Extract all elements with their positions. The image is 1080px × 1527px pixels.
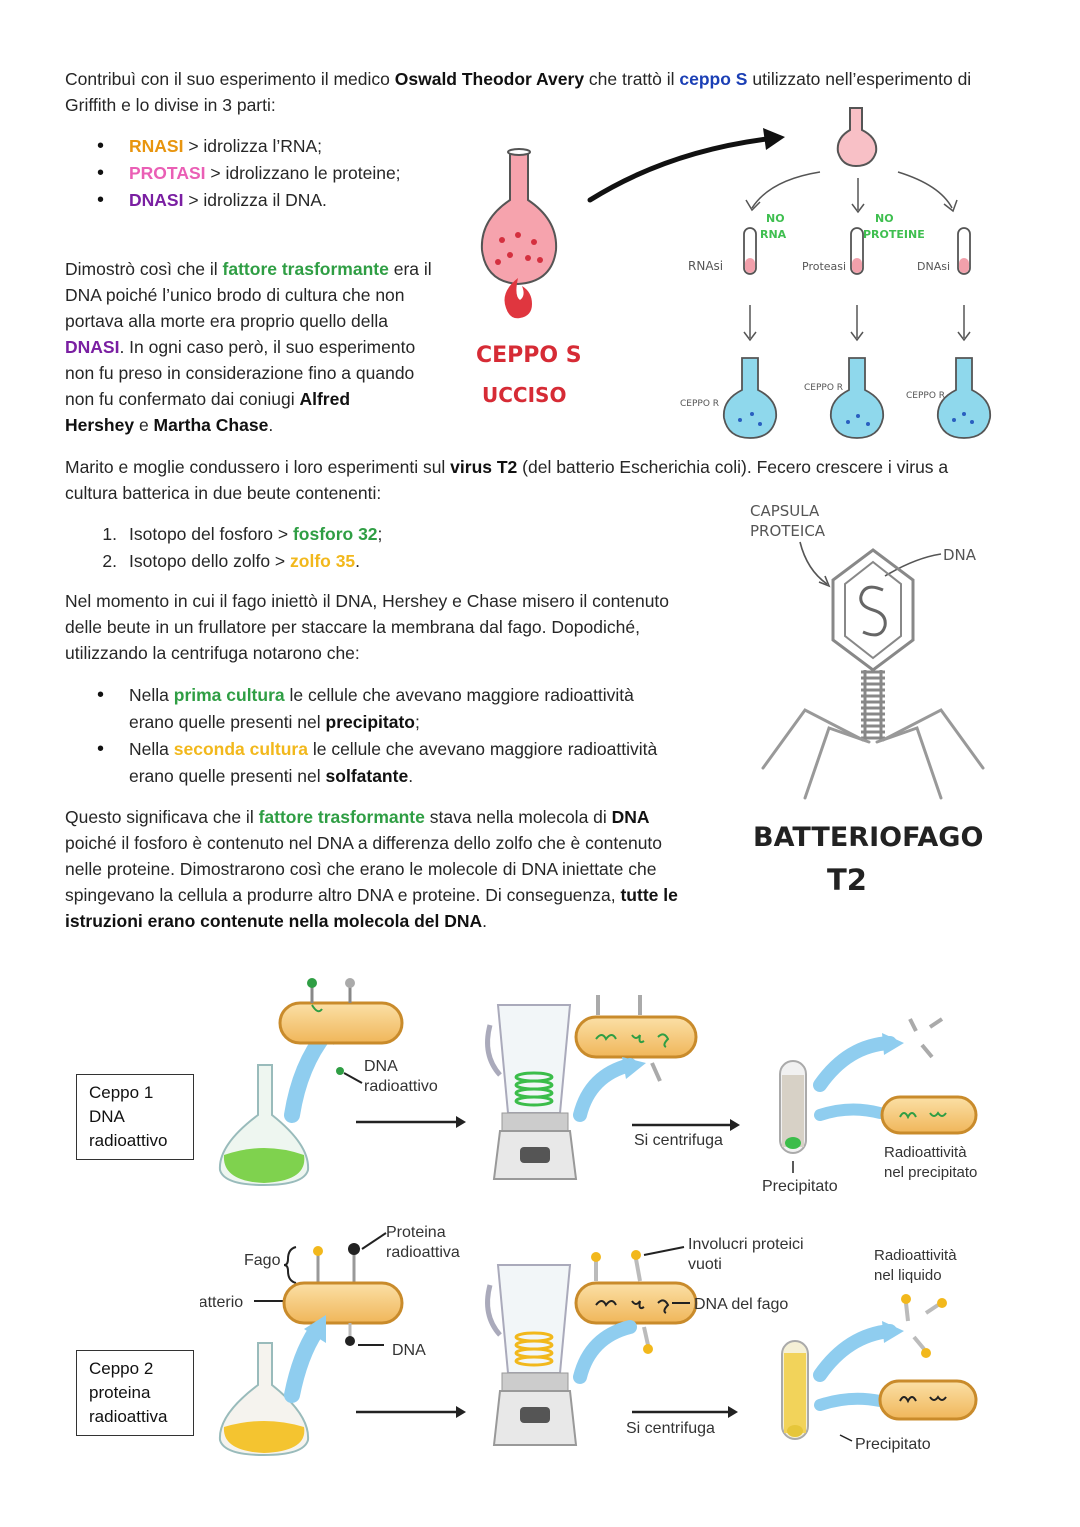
bacteriophage-figure: CAPSULA PROTEICA DNA BATTERIOFAGO T2 [750,502,985,897]
capsula-label: CAPSULA [750,502,820,520]
list-item: RNASI > idrolizza l’RNA; [65,133,401,160]
intro-line-2: Griffith e lo divise in 3 parti: [65,95,276,115]
flask-green-icon [218,1064,310,1187]
batteriofago-title: BATTERIOFAGO [753,822,983,853]
dna-fago-label: DNA del fago [694,1296,788,1313]
hershey-line-2: cultura batterica in due beute contenent… [65,483,382,503]
no-proteine-label: PROTEINE [863,228,925,241]
tube-1-icon [779,1060,807,1154]
blender-1-icon [485,1004,578,1180]
tube-2-icon [781,1340,809,1440]
si-centrifuga-2-label: Si centrifuga [626,1420,715,1437]
bacterium-6-icon [878,1379,978,1421]
list-item: Nella seconda cultura le cellule che ave… [65,736,657,790]
fire-icon [504,278,532,319]
svg-text:CEPPO R: CEPPO R [906,391,945,401]
precipitato-2-label: Precipitato [855,1436,931,1453]
hershey-chase-figure: DNA radioattivo Si centrifuga Precipitat… [200,978,978,1457]
flask-yellow-icon [218,1342,310,1457]
si-centrifuga-1-label: Si centrifuga [634,1132,723,1149]
precipitato-1-label: Precipitato [762,1178,838,1195]
list-item: DNASI > idrolizza il DNA. [65,187,401,214]
bacterium-3-icon [880,1095,978,1135]
list-item: Nella prima cultura le cellule che aveva… [65,682,657,736]
flask-ceppo-s-icon [480,148,558,286]
svg-text:radioattiva: radioattiva [386,1244,460,1261]
radio-liquido-label: Radioattività [874,1247,957,1264]
experiment-line-1: Nel momento in cui il fago iniettò il DN… [65,591,670,611]
involucri-label: Involucri proteici [688,1236,804,1253]
batterio-label: Batterio [200,1294,243,1311]
svg-text:RNAsi: RNAsi [688,259,723,273]
dna-label-row2: DNA [392,1342,426,1359]
svg-text:CEPPO R: CEPPO R [804,383,843,393]
radio-precip-label: Radioattività [884,1144,967,1161]
bacterium-4-icon [282,1281,404,1325]
ucciso-label: UCCISO [482,383,566,407]
avery-name: Oswald Theodor Avery [394,69,585,89]
flask-ceppo-r-2-icon [829,357,885,439]
flask-ceppo-r-3-icon [936,357,992,439]
bacterium-1-icon [278,1001,404,1045]
enzyme-list: RNASI > idrolizza l’RNA; PROTASI > idrol… [65,133,401,214]
flask-top-icon [836,107,878,168]
phage-tail-icon [861,670,885,740]
list-item: PROTASI > idrolizzano le proteine; [65,160,401,187]
avery-experiment-figure: CEPPO S UCCISO NO RNA NO PROTEINE RNAsi … [476,107,992,439]
list-item: 1.Isotopo del fosforo > fosforo 32; [102,524,383,544]
intro-line-1: Contribuì con il suo esperimento il medi… [65,69,972,89]
fago-label: Fago [244,1252,281,1269]
dna-radioattivo-label: DNA [364,1058,398,1075]
no-rna-label: RNA [760,228,787,241]
t2-title: T2 [827,863,867,897]
svg-text:DNAsi: DNAsi [917,260,950,273]
dna-label: DNA [943,546,977,564]
experiment-line-2: delle beute in un frullatore per staccar… [65,617,640,637]
flask-ceppo-r-1-icon [722,357,778,439]
svg-text:NO: NO [766,212,785,225]
svg-text:NO: NO [875,212,894,225]
blender-2-icon [485,1264,578,1446]
phage-legs-icon [761,708,985,800]
svg-text:CEPPO R: CEPPO R [680,399,719,409]
ceppo-s-label: CEPPO S [476,343,582,368]
hershey-line-1: Marito e moglie condussero i loro esperi… [65,457,949,477]
svg-text:PROTEICA: PROTEICA [750,522,826,540]
svg-text:vuoti: vuoti [688,1256,722,1273]
svg-text:nel precipitato: nel precipitato [884,1164,977,1181]
list-item: 2.Isotopo dello zolfo > zolfo 35. [102,551,361,571]
experiment-line-3: utilizzando la centrifuga notarono che: [65,643,360,663]
svg-text:Proteasi: Proteasi [802,260,846,273]
svg-text:radioattivo: radioattivo [364,1078,438,1095]
svg-text:nel liquido: nel liquido [874,1267,942,1284]
results-list: Nella prima cultura le cellule che aveva… [65,682,657,790]
phage-head-icon [831,548,915,672]
ceppo-s: ceppo S [679,69,748,89]
proteina-radioattiva-label: Proteina [386,1224,446,1241]
